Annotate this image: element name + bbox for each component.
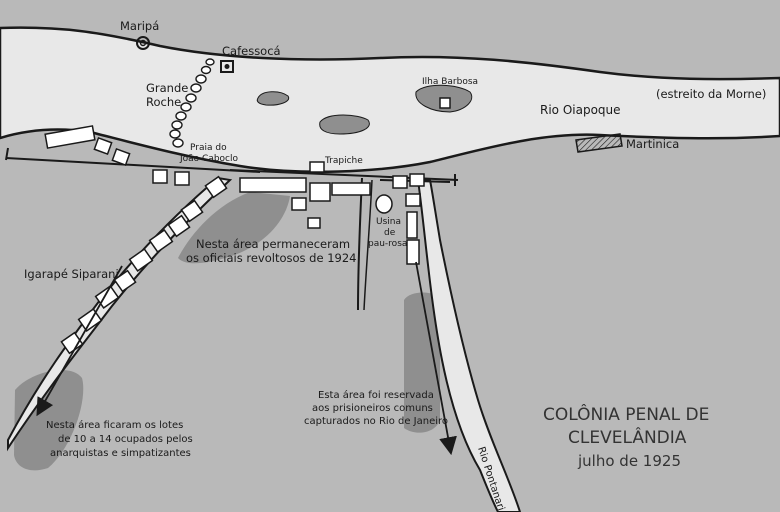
note-presos-line-2: aos prisioneiros comuns [312, 403, 433, 414]
label-ilha-barbosa: Ilha Barbosa [422, 77, 478, 87]
title-line-2: CLEVELÂNDIA [568, 426, 687, 448]
island-marker-icon [439, 97, 451, 109]
village-icon [220, 60, 234, 73]
building-icon [239, 161, 425, 265]
prisoners-shaded-area [404, 292, 440, 433]
label-martinica: Martinica [626, 137, 679, 151]
label-cafessoca: Cafessocá [222, 44, 281, 58]
label-usina-2: de [384, 228, 396, 238]
building-icon [44, 125, 190, 186]
label-grande-roche-2: Roche [146, 95, 181, 109]
note-anarq-line-2: de 10 a 14 ocupados pelos [58, 434, 193, 445]
officers-shaded-area [178, 192, 290, 264]
usina-building [375, 194, 393, 214]
arrow-icon [36, 265, 123, 417]
building-icon [60, 175, 228, 355]
note-oficiais-line-1: Nesta área permaneceram [196, 237, 350, 251]
arrow-icon [415, 261, 457, 456]
note-anarq-line-1: Nesta área ficaram os lotes [46, 419, 183, 431]
label-praia-1: Praia do [190, 143, 227, 153]
grande-roche-rocks [169, 58, 215, 148]
note-anarq-line-3: anarquistas e simpatizantes [50, 448, 191, 459]
label-praia-2: João Caboclo [179, 154, 239, 164]
island-middle [319, 114, 370, 135]
label-estreito: (estreito da Morne) [656, 87, 766, 101]
rio-oiapoque [0, 26, 780, 174]
rio-pontanari [416, 179, 522, 512]
pier-ticks [5, 147, 456, 186]
village-icon [136, 36, 150, 50]
label-grande-roche-1: Grande [146, 81, 188, 95]
label-usina-1: Usina [376, 217, 401, 227]
label-usina-3: pau-rosa [368, 239, 407, 249]
martinica-building [575, 133, 623, 153]
note-presos-line-1: Esta área foi reservada [318, 389, 434, 401]
note-oficiais-line-2: os oficiais revoltosos de 1924 [186, 251, 356, 265]
anarchists-shaded-area [14, 369, 84, 471]
island-small [256, 91, 290, 106]
road-west [5, 157, 261, 173]
note-presos-line-3: capturados no Rio de Janeiro [304, 416, 448, 427]
label-trapiche: Trapiche [324, 156, 363, 166]
title-line-1: COLÔNIA PENAL DE [543, 403, 709, 425]
title-line-3: julho de 1925 [577, 452, 681, 470]
creek-bank [363, 179, 373, 311]
label-rio-oiapoque: Rio Oiapoque [540, 103, 621, 117]
label-igarape: Igarapé Siparani [24, 267, 119, 281]
label-maripa: Maripá [120, 19, 159, 33]
